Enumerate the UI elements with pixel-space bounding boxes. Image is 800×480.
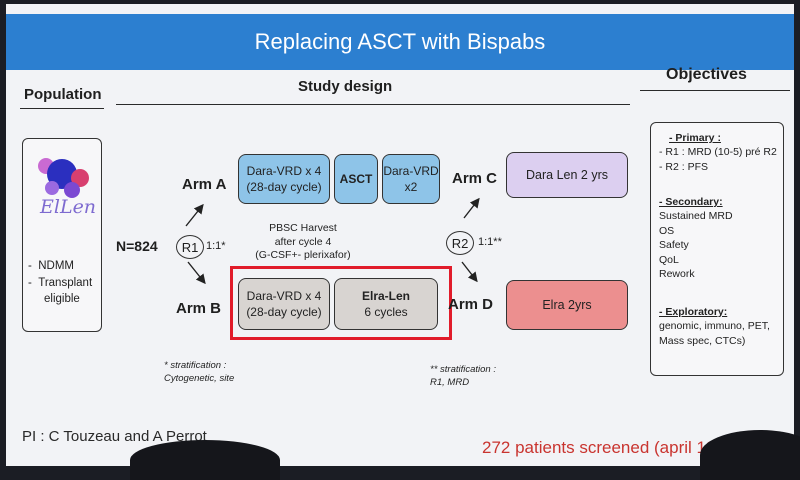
arrow-to-arm-b: [187, 261, 206, 285]
arm-b-label: Arm B: [176, 300, 222, 317]
secondary-objectives: - Secondary: Sustained MRD OS Safety QoL…: [659, 196, 733, 281]
primary-objectives: - Primary : - R1 : MRD (10-5) pré R2 - R…: [659, 132, 777, 173]
r1-ratio: 1:1*: [206, 240, 226, 252]
population-item: - Transplant: [28, 276, 93, 289]
study-design-underline: [116, 104, 630, 105]
exploratory-objectives: - Exploratory: genomic, immuno, PET, Mas…: [659, 306, 770, 347]
principal-investigators: PI : C Touzeau and A Perrot: [22, 428, 207, 445]
arm-d-maintenance-box: Elra 2yrs: [506, 280, 628, 330]
arm-a-asct-box: ASCT: [334, 154, 378, 204]
arm-c-maintenance-box: Dara Len 2 yrs: [506, 152, 628, 198]
pbsc-harvest-note: PBSC Harvest after cycle 4 (G-CSF+- pler…: [255, 222, 351, 262]
audience-head-silhouette: [130, 440, 280, 480]
sample-size: N=824: [116, 238, 158, 254]
randomization-r1: R1: [176, 235, 204, 259]
stratification-note-2: ** stratification : R1, MRD: [430, 364, 496, 388]
slide: Replacing ASCT with Bispabs Population S…: [6, 4, 794, 466]
arm-a-induction-box: Dara-VRD x 4 (28-day cycle): [238, 154, 330, 204]
randomization-r2: R2: [446, 231, 474, 255]
slide-title: Replacing ASCT with Bispabs: [6, 14, 794, 70]
arm-c-label: Arm C: [452, 170, 498, 187]
objectives-panel: - Primary : - R1 : MRD (10-5) pré R2 - R…: [650, 122, 784, 376]
arm-b-elra-len-box: Elra-Len 6 cycles: [334, 278, 438, 330]
arm-d-label: Arm D: [448, 296, 494, 313]
ellen-logo-icon: [38, 158, 89, 198]
objectives-header: Objectives: [666, 66, 747, 83]
population-header: Population: [24, 86, 102, 103]
arrow-to-arm-c: [463, 197, 480, 219]
arrow-to-arm-a: [185, 203, 204, 227]
population-item: - NDMM: [28, 260, 75, 272]
arm-b-induction-box: Dara-VRD x 4 (28-day cycle): [238, 278, 330, 330]
audience-head-silhouette: [700, 430, 800, 480]
arrow-to-arm-d: [461, 261, 478, 283]
population-underline: [20, 108, 104, 109]
flow-arrows: [185, 197, 480, 285]
patients-screened: 272 patients screened (april 13: [482, 438, 716, 457]
ellen-logo-text: ElLen: [40, 196, 97, 218]
highlight-frame: [230, 266, 452, 340]
stratification-note-1: * stratification : Cytogenetic, site: [164, 360, 235, 384]
study-design-header: Study design: [298, 78, 393, 95]
arm-a-label: Arm A: [182, 176, 227, 193]
objectives-underline: [640, 90, 790, 91]
arm-a-consolidation-box: Dara-VRD x2: [382, 154, 440, 204]
population-item: eligible: [44, 293, 80, 306]
r2-ratio: 1:1**: [478, 236, 502, 248]
population-criteria: - NDMM - Transplant eligible: [28, 258, 92, 308]
